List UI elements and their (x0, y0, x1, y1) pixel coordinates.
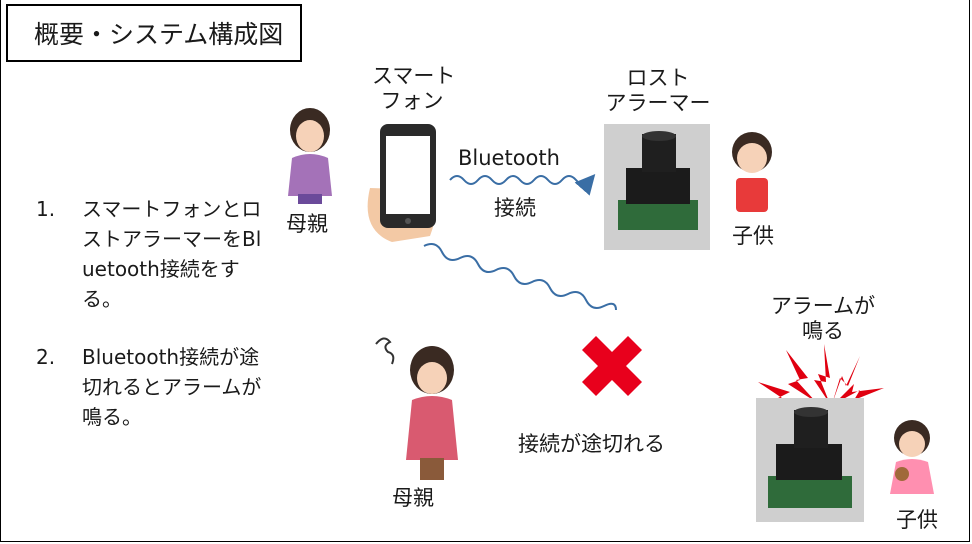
step-1: 1. スマートフォンとロストアラーマーをBluetooth接続をする。 (36, 197, 262, 311)
worried-mother-figure (375, 337, 458, 480)
bluetooth-connection-wave (449, 173, 596, 196)
mother-figure-top (288, 108, 332, 204)
lost-alarmer-device-top (604, 124, 710, 250)
smartphone-icon (367, 124, 436, 242)
steps-list: 1. スマートフォンとロストアラーマーをBluetooth接続をする。 2. B… (36, 194, 272, 460)
mother-label-top: 母親 (286, 212, 328, 236)
step-2: 2. Bluetooth接続が途切れるとアラームが鳴る。 (36, 345, 262, 429)
lost-alarmer-label: ロストアラーマー (605, 66, 711, 116)
connect-label: 接続 (494, 196, 536, 220)
disconnected-wave (423, 243, 617, 311)
disconnect-label: 接続が途切れる (518, 432, 665, 456)
bluetooth-label: Bluetooth (458, 146, 560, 170)
mother-label-bottom: 母親 (392, 486, 434, 510)
crying-child-figure (890, 420, 934, 494)
disconnect-cross-icon (582, 336, 642, 396)
alarm-lightning-icon (758, 344, 884, 410)
lost-alarmer-device-bottom (756, 398, 864, 522)
phone-label: スマートフォン (372, 64, 456, 114)
child-label-bottom: 子供 (896, 508, 938, 532)
diagram-title: 概要・システム構成図 (6, 4, 302, 62)
child-figure-top (732, 132, 772, 212)
child-label-top: 子供 (732, 224, 774, 248)
alarm-sounds-label: アラームが鳴る (770, 294, 876, 344)
